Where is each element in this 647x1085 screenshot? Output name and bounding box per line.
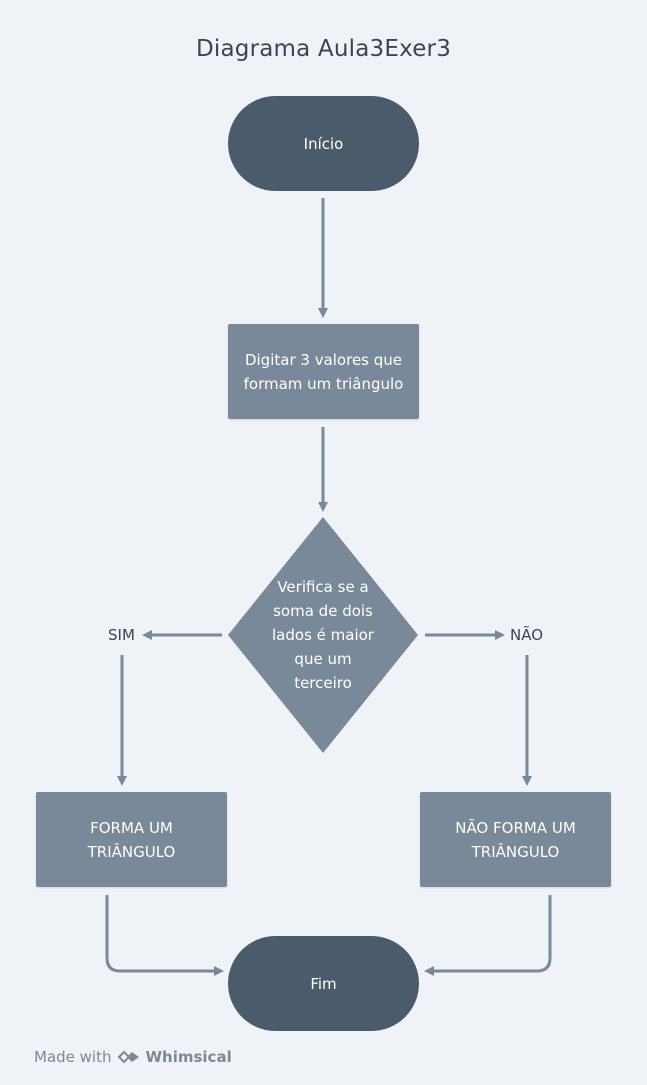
connector-yes-result-to-end bbox=[105, 895, 224, 976]
whimsical-logo-icon bbox=[118, 1050, 140, 1064]
decision-label: Verifica se a soma de dois lados é maior… bbox=[272, 578, 374, 692]
no-result-node: NÃO FORMA UM TRIÂNGULO bbox=[420, 792, 611, 887]
no-result-label: NÃO FORMA UM TRIÂNGULO bbox=[455, 818, 576, 861]
start-node: Início bbox=[228, 96, 419, 191]
whimsical-brand-label: Whimsical bbox=[145, 1048, 232, 1066]
decision-diamond bbox=[228, 517, 418, 753]
start-node-label: Início bbox=[303, 134, 344, 153]
end-node-label: Fim bbox=[310, 974, 337, 993]
yes-result-label: FORMA UM TRIÂNGULO bbox=[87, 818, 176, 861]
input-process-label: Digitar 3 valores que formam um triângul… bbox=[243, 350, 404, 393]
connector-no-result-to-end bbox=[424, 895, 552, 976]
footer: Made with Whimsical bbox=[34, 1048, 232, 1066]
input-process-node: Digitar 3 valores que formam um triângul… bbox=[228, 324, 419, 419]
diagram-title: Diagrama Aula3Exer3 bbox=[195, 36, 452, 62]
made-with-label: Made with bbox=[34, 1048, 112, 1066]
branch-label-sim: SIM bbox=[108, 626, 135, 644]
whimsical-brand-link[interactable]: Whimsical bbox=[117, 1048, 232, 1066]
end-node: Fim bbox=[228, 936, 419, 1031]
yes-result-node: FORMA UM TRIÂNGULO bbox=[36, 792, 227, 887]
branch-label-nao: NÃO bbox=[510, 626, 544, 644]
